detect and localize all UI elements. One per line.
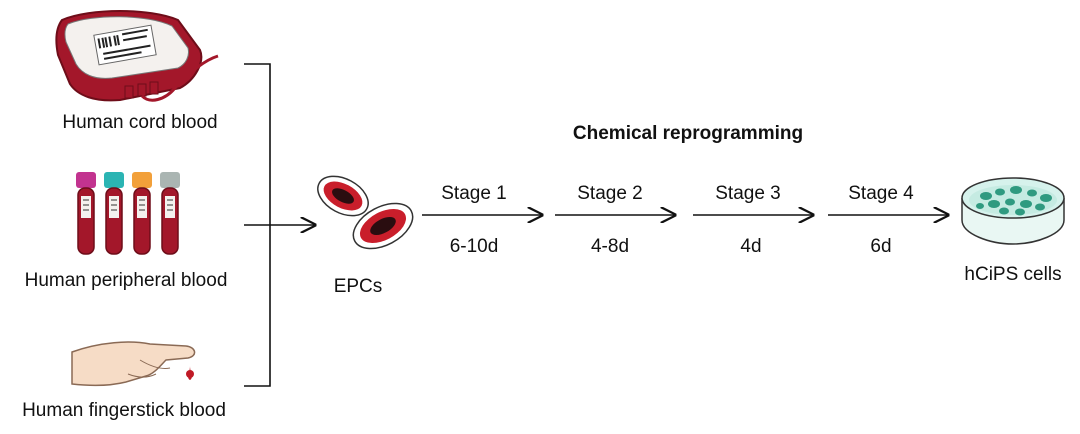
stage-3-duration: 4d <box>740 236 761 257</box>
process-title: Chemical reprogramming <box>573 123 803 144</box>
epcs-label: EPCs <box>334 276 383 297</box>
stage-1-duration: 6-10d <box>450 236 499 257</box>
blood-tubes-icon <box>76 172 180 255</box>
stage-1-name: Stage 1 <box>441 183 507 204</box>
epc-cells-icon <box>317 175 414 250</box>
fingerstick-hand-icon <box>71 341 196 387</box>
blood-bag-icon <box>55 10 219 102</box>
stage-2-name: Stage 2 <box>577 183 643 204</box>
source-label-peripheral: Human peripheral blood <box>25 270 228 291</box>
stage-4-name: Stage 4 <box>848 183 914 204</box>
source-label-fingerstick: Human fingerstick blood <box>22 400 226 421</box>
source-label-cord: Human cord blood <box>62 112 217 133</box>
petri-dish-icon <box>961 177 1065 245</box>
result-label: hCiPS cells <box>964 264 1061 285</box>
stage-2-duration: 4-8d <box>591 236 629 257</box>
stage-4-duration: 6d <box>870 236 891 257</box>
stage-3-name: Stage 3 <box>715 183 781 204</box>
